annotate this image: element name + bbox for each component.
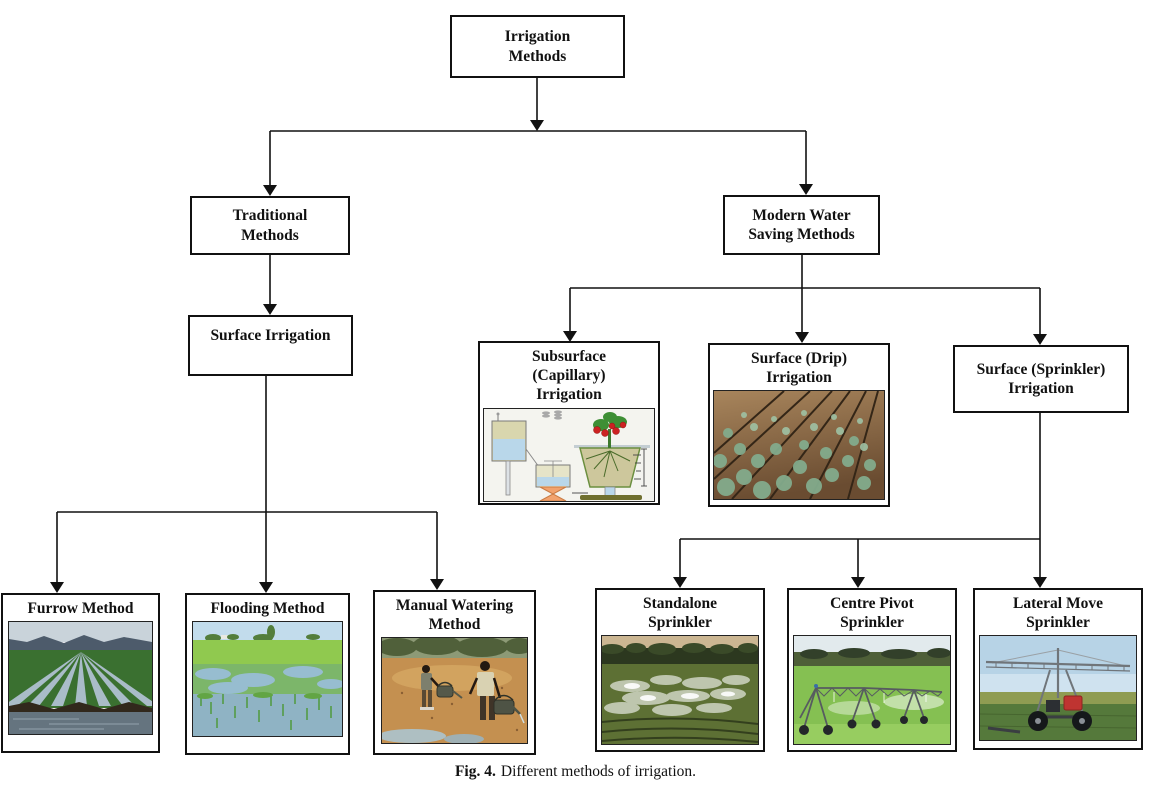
node-surface-sprinkler-irrigation: Surface (Sprinkler) Irrigation (953, 345, 1129, 413)
node-modern-water-saving-methods: Modern Water Saving Methods (723, 195, 880, 255)
centre-pivot-photo-frame (793, 635, 951, 746)
subsurface-capillary-diagram (484, 408, 654, 501)
flooding-photo-frame (192, 621, 343, 738)
drip-photo-frame (713, 390, 885, 501)
node-lateral-move-sprinkler: Lateral Move Sprinkler (973, 588, 1143, 750)
standalone-sprinkler-field-photo (602, 636, 758, 745)
node-label: Standalone Sprinkler (642, 595, 718, 632)
node-label: Surface Irrigation (210, 327, 331, 344)
subsurface-diagram-frame (483, 407, 655, 502)
node-label: Subsurface (Capillary) Irrigation (531, 348, 607, 404)
figure-caption: Fig. 4.Different methods of irrigation. (0, 763, 1151, 781)
node-surface-drip-irrigation: Surface (Drip) Irrigation (708, 343, 890, 507)
node-label: Manual Watering Method (395, 597, 514, 634)
node-centre-pivot-sprinkler: Centre Pivot Sprinkler (787, 588, 957, 752)
node-label: Lateral Move Sprinkler (1013, 595, 1103, 632)
node-label: Centre Pivot Sprinkler (830, 595, 914, 632)
flooded-paddy-field-photo (193, 622, 342, 737)
node-irrigation-methods: Irrigation Methods (450, 15, 625, 78)
manual-watering-people-photo (382, 638, 527, 744)
furrow-photo-frame (8, 621, 153, 736)
node-flooding-method: Flooding Method (185, 593, 350, 755)
standalone-photo-frame (601, 635, 759, 746)
node-label: Modern Water Saving Methods (748, 206, 855, 243)
node-label: Traditional Methods (232, 207, 308, 244)
node-label: Surface (Sprinkler) Irrigation (976, 360, 1106, 397)
node-surface-irrigation: Surface Irrigation (188, 315, 353, 376)
node-label: Irrigation Methods (504, 28, 571, 65)
node-furrow-method: Furrow Method (1, 593, 160, 753)
node-label: Surface (Drip) Irrigation (751, 350, 847, 387)
node-manual-watering-method: Manual Watering Method (373, 590, 536, 755)
node-subsurface-capillary-irrigation: Subsurface (Capillary) Irrigation (478, 341, 660, 505)
drip-irrigation-field-photo (714, 391, 884, 500)
node-label: Flooding Method (210, 600, 325, 617)
manual-photo-frame (381, 637, 528, 745)
node-standalone-sprinkler: Standalone Sprinkler (595, 588, 765, 752)
lateral-move-machine-photo (980, 636, 1136, 741)
node-traditional-methods: Traditional Methods (190, 196, 350, 255)
node-label: Furrow Method (27, 600, 134, 617)
lateral-move-photo-frame (979, 635, 1137, 742)
centre-pivot-machine-photo (794, 636, 950, 745)
figure-caption-text: Different methods of irrigation. (500, 763, 697, 780)
figure-caption-label: Fig. 4. (454, 763, 496, 780)
furrow-irrigation-field-photo (9, 622, 152, 735)
